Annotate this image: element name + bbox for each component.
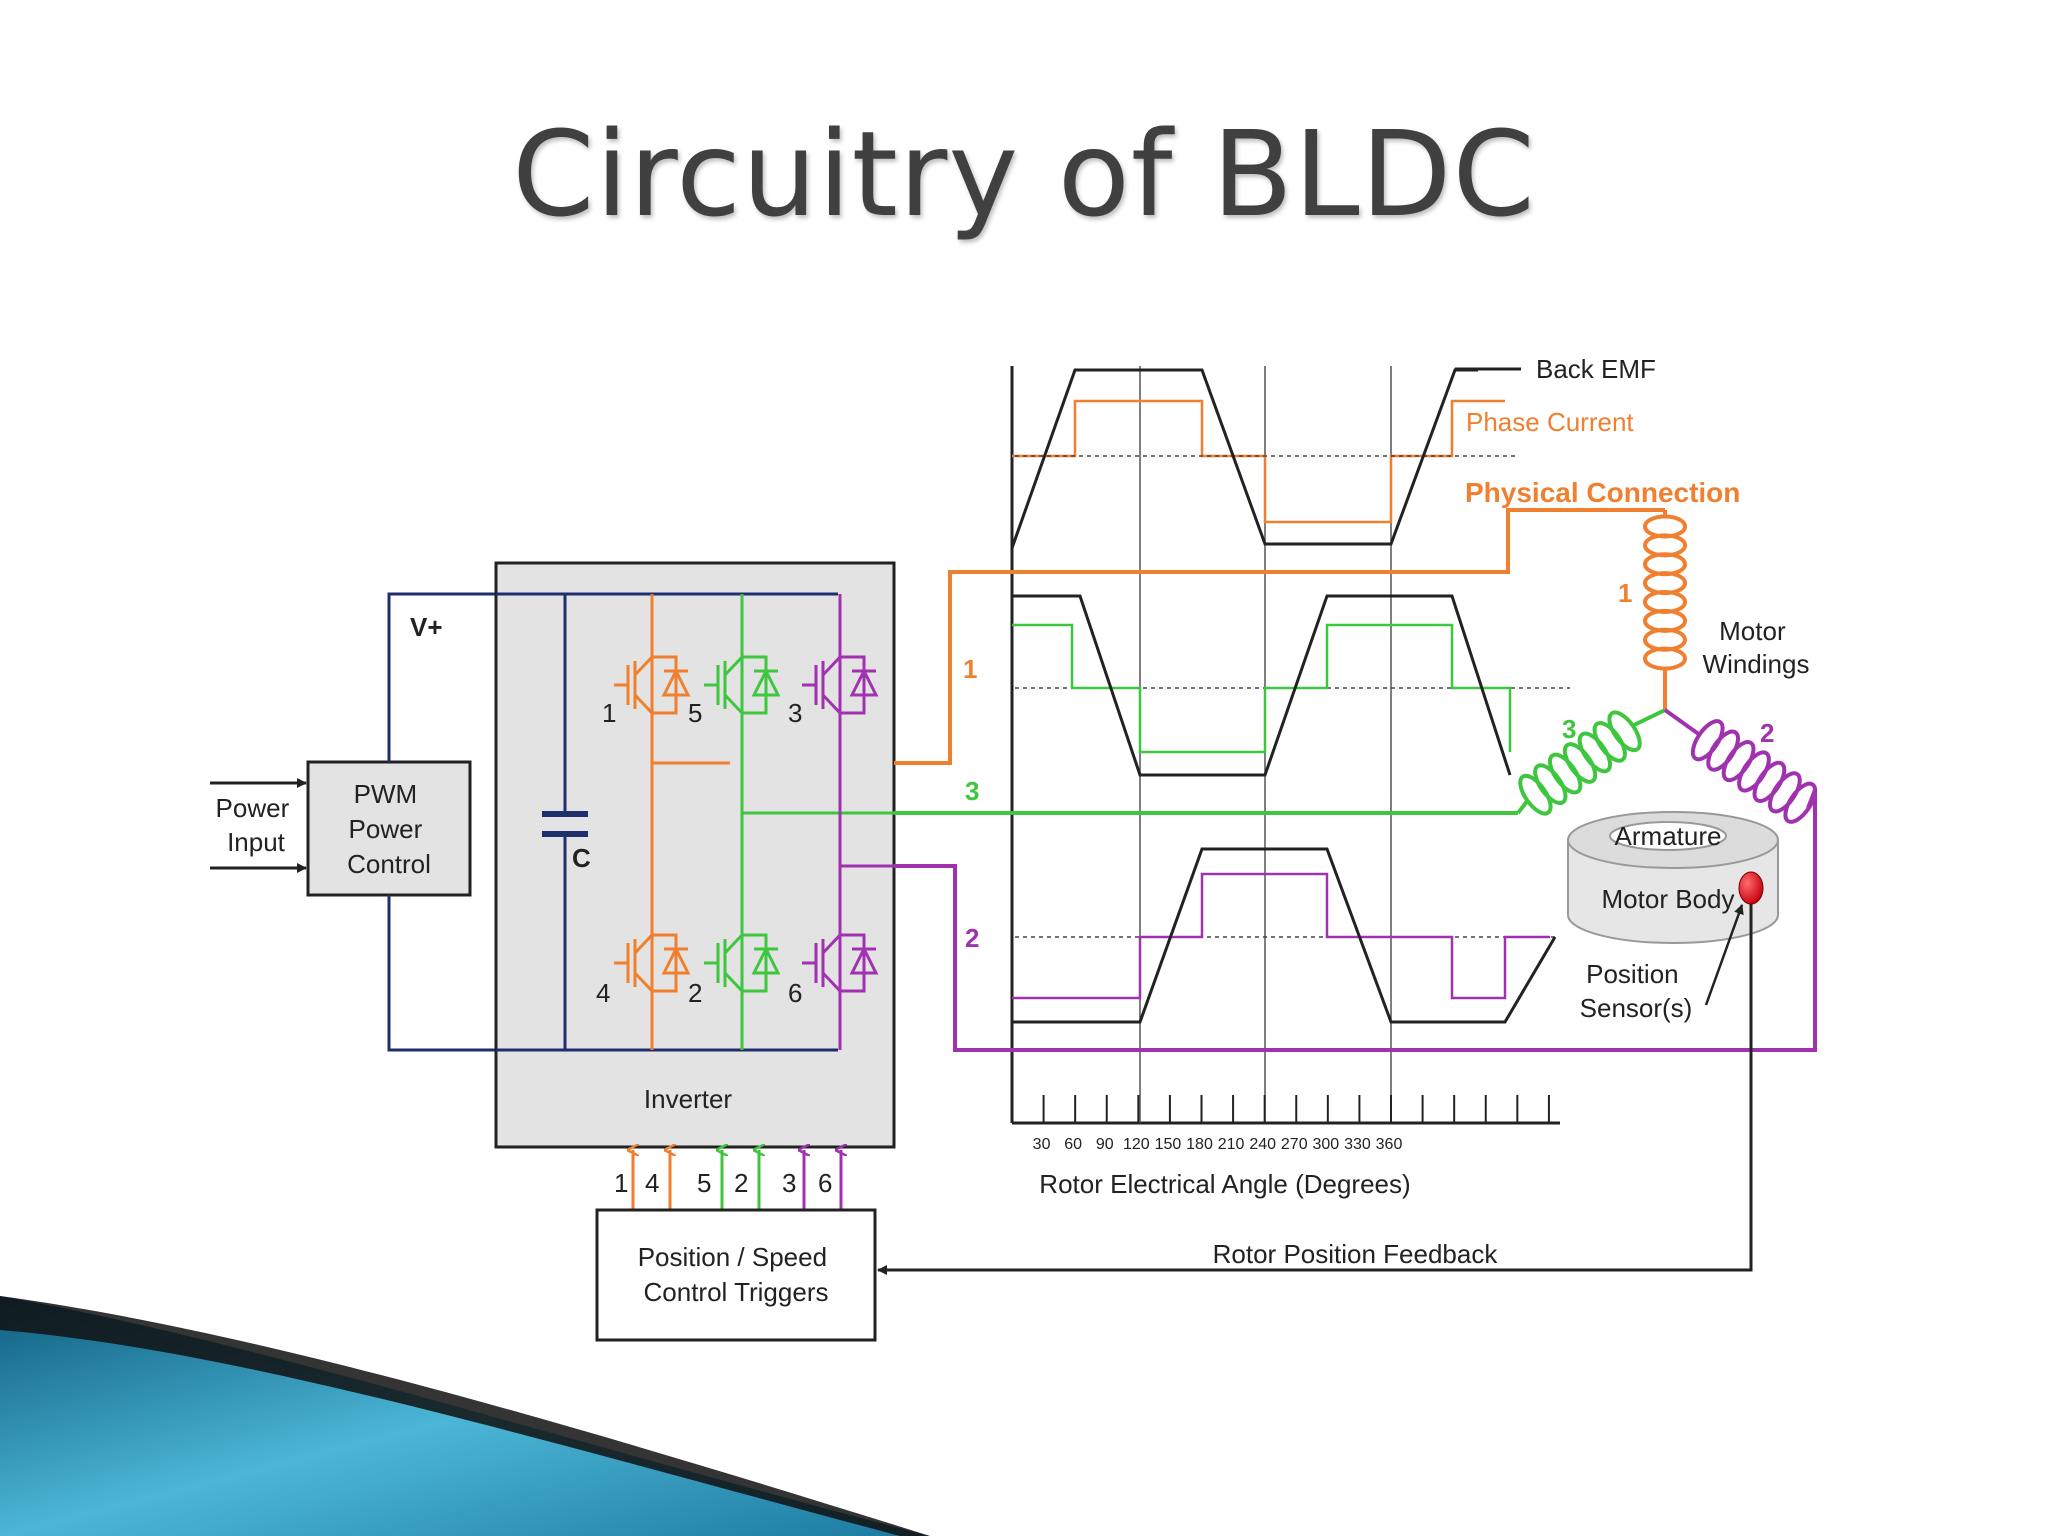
switch-top-phase-3 bbox=[704, 643, 781, 727]
x-tick-label-210: 210 bbox=[1218, 1136, 1245, 1153]
x-tick-label-180: 180 bbox=[1186, 1136, 1213, 1153]
winding-3-end bbox=[1516, 798, 1530, 815]
winding-number-3: 3 bbox=[1562, 714, 1576, 744]
gate-signal-labels: 1 4 5 2 3 6 bbox=[614, 1168, 832, 1198]
gate-label-6: 6 bbox=[818, 1168, 832, 1198]
switch-numbers: 1 5 3 4 2 6 bbox=[596, 698, 802, 1008]
x-tick-label-120: 120 bbox=[1123, 1136, 1150, 1153]
gate-label-3: 3 bbox=[782, 1168, 796, 1198]
x-tick-label-30: 30 bbox=[1033, 1136, 1051, 1153]
switch-group bbox=[614, 643, 879, 1005]
inverter-label: Inverter bbox=[644, 1084, 732, 1114]
feedback-label: Rotor Position Feedback bbox=[1213, 1239, 1499, 1269]
x-tick-label-90: 90 bbox=[1096, 1136, 1114, 1153]
motor-windings bbox=[1516, 510, 1818, 824]
winding-number-2: 2 bbox=[1760, 718, 1774, 748]
control-triggers-block bbox=[595, 1208, 877, 1342]
x-axis-label: Rotor Electrical Angle (Degrees) bbox=[1039, 1169, 1410, 1199]
power-input-label: Power Input bbox=[216, 793, 297, 857]
gate-label-4: 4 bbox=[645, 1168, 659, 1198]
position-sensor-pointer bbox=[1704, 904, 1744, 1006]
phase-label-1: 1 bbox=[963, 654, 977, 684]
switch-label-top-3: 3 bbox=[788, 698, 802, 728]
back-emf-c bbox=[1012, 847, 1557, 1024]
winding-2-coil bbox=[1690, 719, 1818, 824]
capacitor-symbol bbox=[542, 811, 588, 837]
x-tick-label-270: 270 bbox=[1281, 1136, 1308, 1153]
slide-title: Circuitry of BLDC bbox=[512, 105, 1536, 243]
capacitor-label: C bbox=[572, 843, 591, 873]
x-tick-label-240: 240 bbox=[1249, 1136, 1276, 1153]
position-sensor-label: Position Sensor(s) bbox=[1580, 959, 1693, 1023]
gate-label-1: 1 bbox=[614, 1168, 628, 1198]
phase-current-a bbox=[1012, 399, 1505, 524]
vplus-label: V+ bbox=[410, 612, 443, 642]
winding-3-lead bbox=[1631, 708, 1666, 728]
phase-current-c bbox=[1012, 872, 1550, 1000]
gate-label-2: 2 bbox=[734, 1168, 748, 1198]
legend-back-emf: Back EMF bbox=[1536, 354, 1656, 384]
legend-phase-current: Phase Current bbox=[1466, 407, 1634, 437]
switch-bottom-phase-3 bbox=[704, 921, 781, 1005]
physical-connection-label: Physical Connection bbox=[1465, 477, 1740, 508]
winding-1-coil bbox=[1643, 514, 1687, 671]
x-tick-label-330: 330 bbox=[1344, 1136, 1371, 1153]
power-input-arrows bbox=[210, 778, 307, 873]
decorative-swoosh bbox=[0, 1296, 930, 1536]
switch-label-bottom-4: 4 bbox=[596, 978, 610, 1008]
control-triggers-label: Position / Speed Control Triggers bbox=[638, 1242, 835, 1307]
back-emf-b bbox=[1012, 594, 1512, 777]
waveform-legend: Back EMF Phase Current bbox=[1455, 354, 1656, 437]
motor-windings-label: Motor Windings bbox=[1703, 616, 1810, 679]
x-tick-label-360: 360 bbox=[1376, 1136, 1403, 1153]
phase-label-3: 3 bbox=[965, 776, 979, 806]
phase-2-connection bbox=[894, 790, 1817, 1052]
winding-3-coil bbox=[1518, 710, 1642, 816]
winding-number-1: 1 bbox=[1618, 578, 1632, 608]
inverter-leg-3 bbox=[740, 594, 894, 1050]
waveform-traces bbox=[1010, 368, 1570, 1024]
switch-top-phase-1 bbox=[614, 643, 691, 727]
armature-label: Armature bbox=[1615, 821, 1722, 851]
switch-label-bottom-6: 6 bbox=[788, 978, 802, 1008]
gate-label-5: 5 bbox=[697, 1168, 711, 1198]
inverter-leg-1 bbox=[650, 594, 730, 1050]
x-tick-label-60: 60 bbox=[1064, 1136, 1082, 1153]
switch-bottom-phase-1 bbox=[614, 921, 691, 1005]
feedback-line bbox=[877, 904, 1753, 1275]
x-tick-label-150: 150 bbox=[1155, 1136, 1182, 1153]
inverter-leg-2 bbox=[838, 594, 894, 1050]
pwm-label: PWM Power Control bbox=[347, 779, 431, 879]
x-tick-label-300: 300 bbox=[1312, 1136, 1339, 1153]
switch-bottom-phase-2 bbox=[802, 921, 879, 1005]
phase-current-b bbox=[1012, 623, 1512, 754]
winding-2-end bbox=[1806, 789, 1817, 809]
motor-body-label: Motor Body bbox=[1602, 884, 1735, 914]
motor-body bbox=[1567, 811, 1779, 944]
position-sensor-dot bbox=[1738, 871, 1764, 905]
back-emf-a bbox=[1010, 368, 1478, 549]
switch-top-phase-2 bbox=[802, 643, 879, 727]
switch-label-top-5: 5 bbox=[688, 698, 702, 728]
phase-1-connection bbox=[894, 508, 1665, 765]
inverter-box bbox=[494, 561, 896, 1149]
switch-label-bottom-2: 2 bbox=[688, 978, 702, 1008]
phase-label-2: 2 bbox=[965, 923, 979, 953]
gate-trigger-arrows bbox=[633, 1150, 841, 1210]
switch-label-top-1: 1 bbox=[602, 698, 616, 728]
winding-2-lead bbox=[1663, 708, 1702, 737]
